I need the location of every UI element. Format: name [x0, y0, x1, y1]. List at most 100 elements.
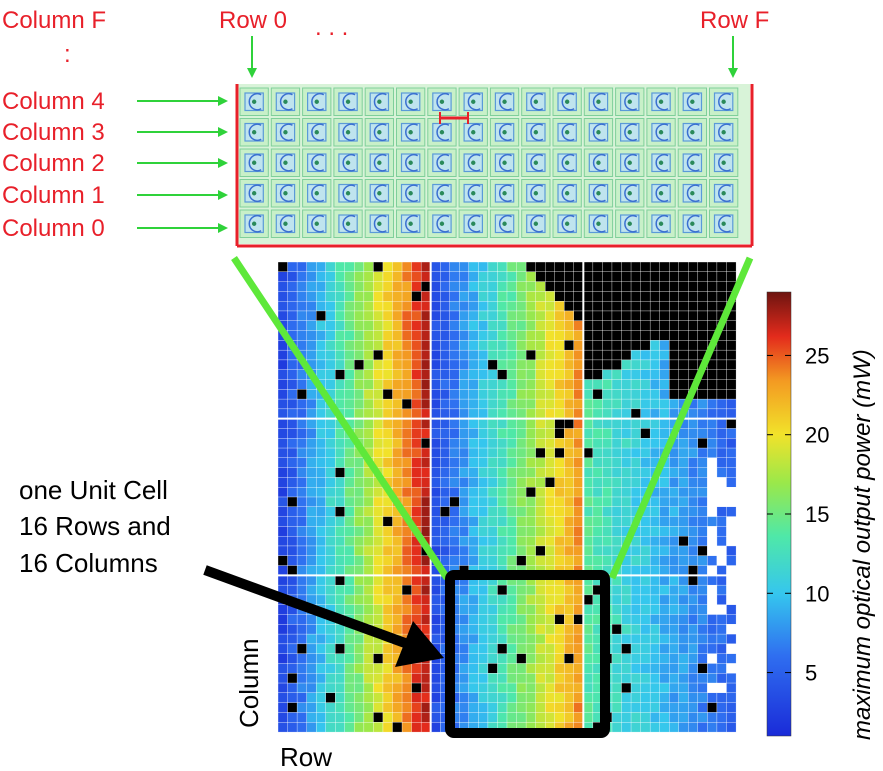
- heatmap-cell: [354, 702, 365, 713]
- vcsel-cell: [458, 87, 488, 116]
- heatmap-cell: [392, 271, 403, 282]
- heatmap-cell: [468, 584, 479, 596]
- heatmap-cell: [287, 633, 298, 645]
- heatmap-cell: [659, 320, 670, 331]
- heatmap-cell: [506, 496, 517, 508]
- heatmap-cell: [459, 438, 470, 449]
- heatmap-cell: [726, 535, 737, 547]
- heatmap-cell: [363, 702, 374, 713]
- heatmap-cell: [611, 506, 622, 517]
- heatmap-cell: [611, 682, 622, 694]
- heatmap-cell: [573, 369, 584, 380]
- heatmap-cell: [592, 467, 603, 478]
- heatmap-cell: [726, 584, 737, 596]
- heatmap-cell: [726, 653, 737, 664]
- heatmap-cell: [716, 379, 727, 390]
- heatmap-cell: [354, 310, 365, 322]
- heatmap-cell: [544, 320, 555, 331]
- heatmap-cell: [659, 310, 670, 322]
- heatmap-cell: [382, 663, 393, 674]
- heatmap-cell: [363, 692, 374, 703]
- heatmap-cell: [287, 261, 298, 273]
- heatmap-cell: [315, 281, 326, 292]
- heatmap-cell: [430, 438, 441, 449]
- heatmap-cell: [487, 535, 498, 547]
- heatmap-cell: [287, 663, 298, 674]
- heatmap-cell: [621, 604, 632, 615]
- heatmap-cell: [497, 467, 508, 478]
- heatmap-cell: [287, 447, 298, 459]
- heatmap-cell: [516, 438, 527, 449]
- heatmap-cell: [392, 310, 403, 322]
- heatmap-cell: [659, 428, 670, 439]
- heatmap-cell: [516, 526, 527, 537]
- heatmap-cell: [640, 614, 651, 625]
- heatmap-cell: [296, 320, 307, 331]
- heatmap-cell: [564, 653, 575, 664]
- vcsel-cell: [270, 87, 301, 116]
- heatmap-cell: [459, 506, 470, 517]
- heatmap-cell: [335, 457, 346, 468]
- heatmap-cell: [564, 682, 575, 694]
- vcsel-cell: [270, 148, 301, 177]
- heatmap-cell: [497, 506, 508, 517]
- heatmap-cell: [583, 682, 594, 694]
- heatmap-cell: [726, 418, 737, 429]
- heatmap-cell: [382, 457, 393, 468]
- heatmap-cell: [506, 320, 517, 331]
- heatmap-cell: [716, 614, 727, 625]
- vcsel-cell: [364, 118, 395, 147]
- heatmap-cell: [497, 692, 508, 703]
- heatmap-cell: [640, 320, 651, 331]
- heatmap-cell: [697, 526, 708, 537]
- heatmap-cell: [478, 643, 489, 654]
- heatmap-cell: [363, 320, 374, 331]
- heatmap-cell: [306, 663, 317, 674]
- heatmap-cell: [697, 643, 708, 654]
- column-f-label: Column F: [2, 7, 106, 34]
- heatmap-cell: [726, 408, 737, 419]
- heatmap-cell: [726, 398, 737, 410]
- heatmap-cell: [344, 575, 355, 586]
- heatmap-cell: [640, 722, 651, 733]
- vcsel-cell: [552, 118, 582, 147]
- heatmap-cell: [516, 447, 527, 459]
- heatmap-cell: [478, 389, 489, 400]
- heatmap-cell: [707, 526, 718, 537]
- heatmap-cell: [516, 545, 527, 557]
- heatmap-cell: [564, 692, 575, 703]
- heatmap-cell: [640, 712, 651, 723]
- heatmap-cell: [611, 369, 622, 380]
- heatmap-cell: [583, 320, 594, 331]
- heatmap-cell: [430, 428, 441, 439]
- heatmap-cell: [449, 310, 460, 322]
- heatmap-cell: [401, 349, 412, 361]
- heatmap-cell: [459, 653, 470, 664]
- heatmap-cell: [678, 722, 689, 733]
- vcsel-cell: [489, 209, 520, 238]
- heatmap-cell: [688, 614, 699, 625]
- heatmap-cell: [315, 526, 326, 537]
- heatmap-cell: [544, 418, 555, 429]
- heatmap-cell: [564, 438, 575, 449]
- heatmap-cell: [325, 300, 336, 312]
- heatmap-cell: [478, 320, 489, 331]
- heatmap-cell: [430, 496, 441, 508]
- heatmap-cell: [487, 447, 498, 459]
- heatmap-cell: [649, 594, 660, 605]
- heatmap-cell: [287, 643, 298, 654]
- heatmap-cell: [573, 643, 584, 654]
- heatmap-cell: [659, 682, 670, 694]
- vcsel-cell: [615, 87, 645, 116]
- heatmap-cell: [506, 702, 517, 713]
- heatmap-cell: [726, 369, 737, 380]
- heatmap-cell: [525, 320, 536, 331]
- heatmap-cell: [630, 555, 641, 566]
- heatmap-cell: [506, 330, 517, 341]
- heatmap-cell: [373, 418, 384, 429]
- heatmap-cell: [459, 467, 470, 478]
- heatmap-cell: [659, 300, 670, 312]
- heatmap-cell: [506, 261, 517, 273]
- heatmap-cell: [678, 457, 689, 468]
